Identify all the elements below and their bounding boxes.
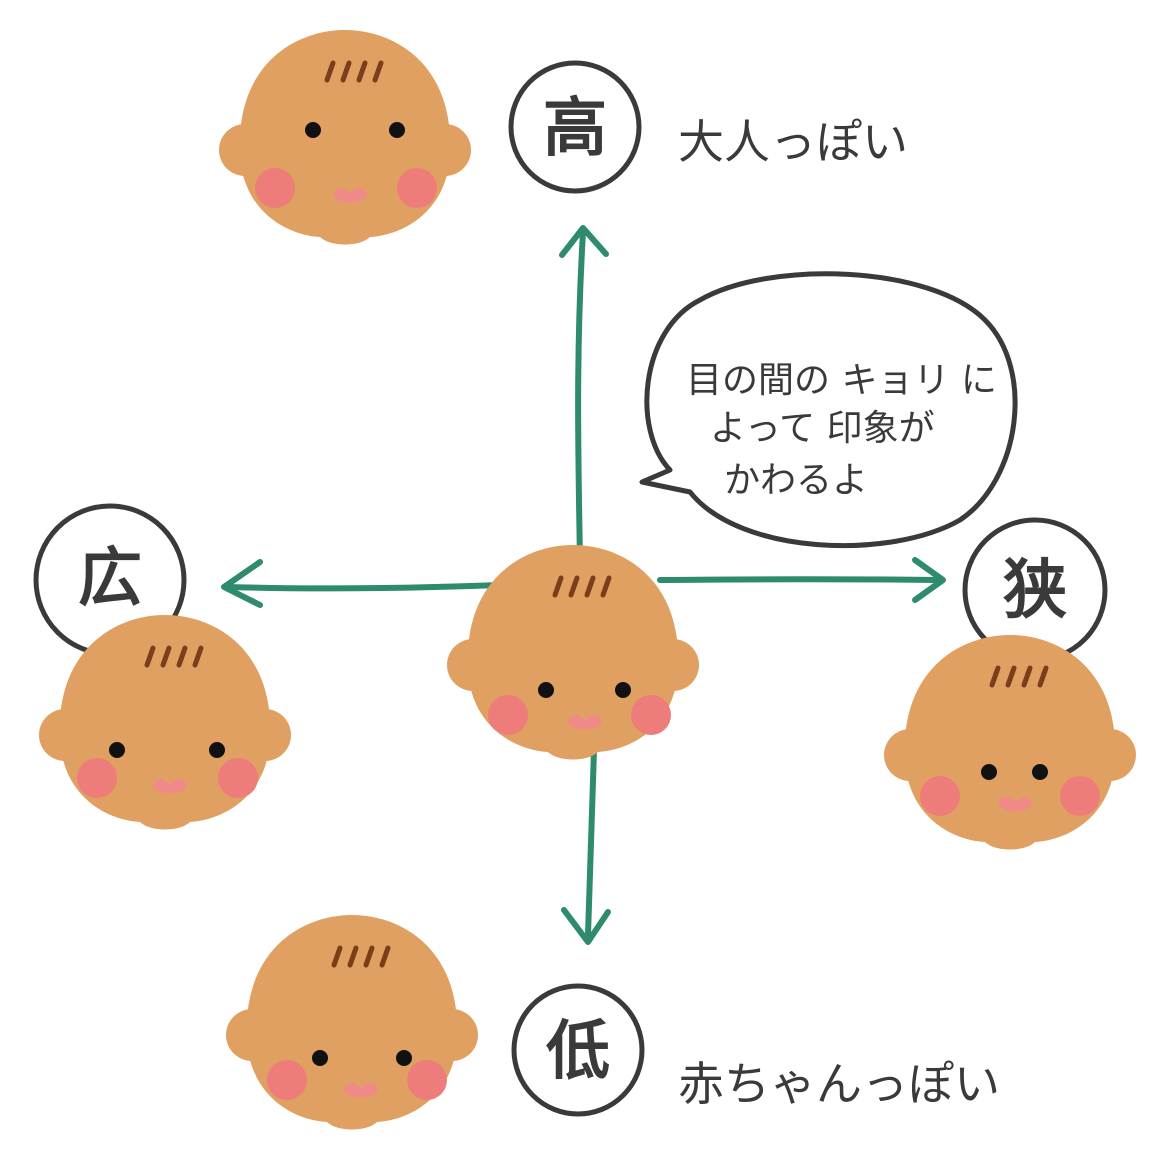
description-low: 赤ちゃんっぽい xyxy=(678,1057,1000,1111)
axis-arrows xyxy=(221,225,946,945)
mouth xyxy=(153,779,187,794)
arrow-left xyxy=(225,582,503,592)
eye-left xyxy=(312,1050,328,1066)
cheek-left xyxy=(267,1060,307,1100)
label-high-text: 高 xyxy=(543,92,607,166)
eye-right xyxy=(396,1050,412,1066)
baby-face-low xyxy=(226,915,478,1130)
bubble-line-2: よって 印象が xyxy=(710,408,935,449)
mouth xyxy=(998,797,1032,812)
mouth xyxy=(568,715,602,730)
baby-face-wide xyxy=(39,615,291,830)
label-low-text: 低 xyxy=(546,1015,610,1089)
description-high: 大人っぽい xyxy=(678,115,908,169)
cheek-right xyxy=(407,1060,447,1100)
cheek-right xyxy=(397,168,437,208)
cheek-left xyxy=(255,168,295,208)
eye-right xyxy=(389,122,405,138)
eye-left xyxy=(538,682,554,698)
baby-face-high xyxy=(219,30,471,245)
label-high: 高 xyxy=(508,60,642,194)
mouth xyxy=(344,1083,378,1098)
arrow-up xyxy=(575,229,586,563)
arrow-down xyxy=(585,747,597,938)
label-low: 低 xyxy=(511,983,645,1117)
baby-face-narrow xyxy=(884,635,1136,850)
cheek-right xyxy=(218,758,258,798)
eye-right xyxy=(1032,764,1048,780)
bubble-line-1: 目の間の キョリ に xyxy=(686,360,997,401)
bubble-line-3: かわるよ xyxy=(724,460,868,501)
label-wide-text: 広 xyxy=(78,542,142,616)
cheek-right xyxy=(631,695,671,735)
cheek-right xyxy=(1060,776,1100,816)
cheek-left xyxy=(920,776,960,816)
eye-left xyxy=(981,764,997,780)
eye-right xyxy=(209,742,225,758)
baby-face-center xyxy=(447,545,699,760)
eye-left xyxy=(109,742,125,758)
eye-left xyxy=(305,122,321,138)
arrow-right xyxy=(657,576,941,583)
eye-right xyxy=(615,682,631,698)
cheek-left xyxy=(77,758,117,798)
label-narrow-text: 狭 xyxy=(1003,554,1067,628)
speech-bubble: 目の間の キョリ に よって 印象が かわるよ xyxy=(639,271,1018,549)
mouth xyxy=(333,188,367,203)
cheek-left xyxy=(488,695,528,735)
